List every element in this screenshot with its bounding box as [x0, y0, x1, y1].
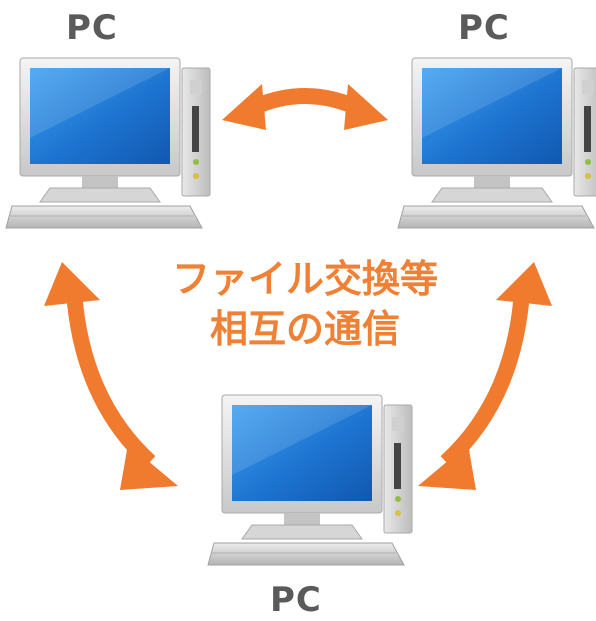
center-caption: ファイル交換等 相互の通信: [120, 254, 490, 354]
pc-label-top-left: PC: [66, 8, 118, 48]
pc-bottom: [207, 394, 413, 566]
caption-line-2: 相互の通信: [209, 307, 400, 351]
pc-label-bottom: PC: [270, 580, 322, 620]
pc-top-right: [397, 57, 596, 229]
pc-label-top-right: PC: [458, 8, 510, 48]
arrow-left: [44, 262, 178, 490]
pc-top-left: [5, 57, 211, 229]
caption-line-1: ファイル交換等: [171, 257, 438, 301]
arrow-right: [418, 262, 552, 490]
arrow-top: [222, 84, 388, 130]
